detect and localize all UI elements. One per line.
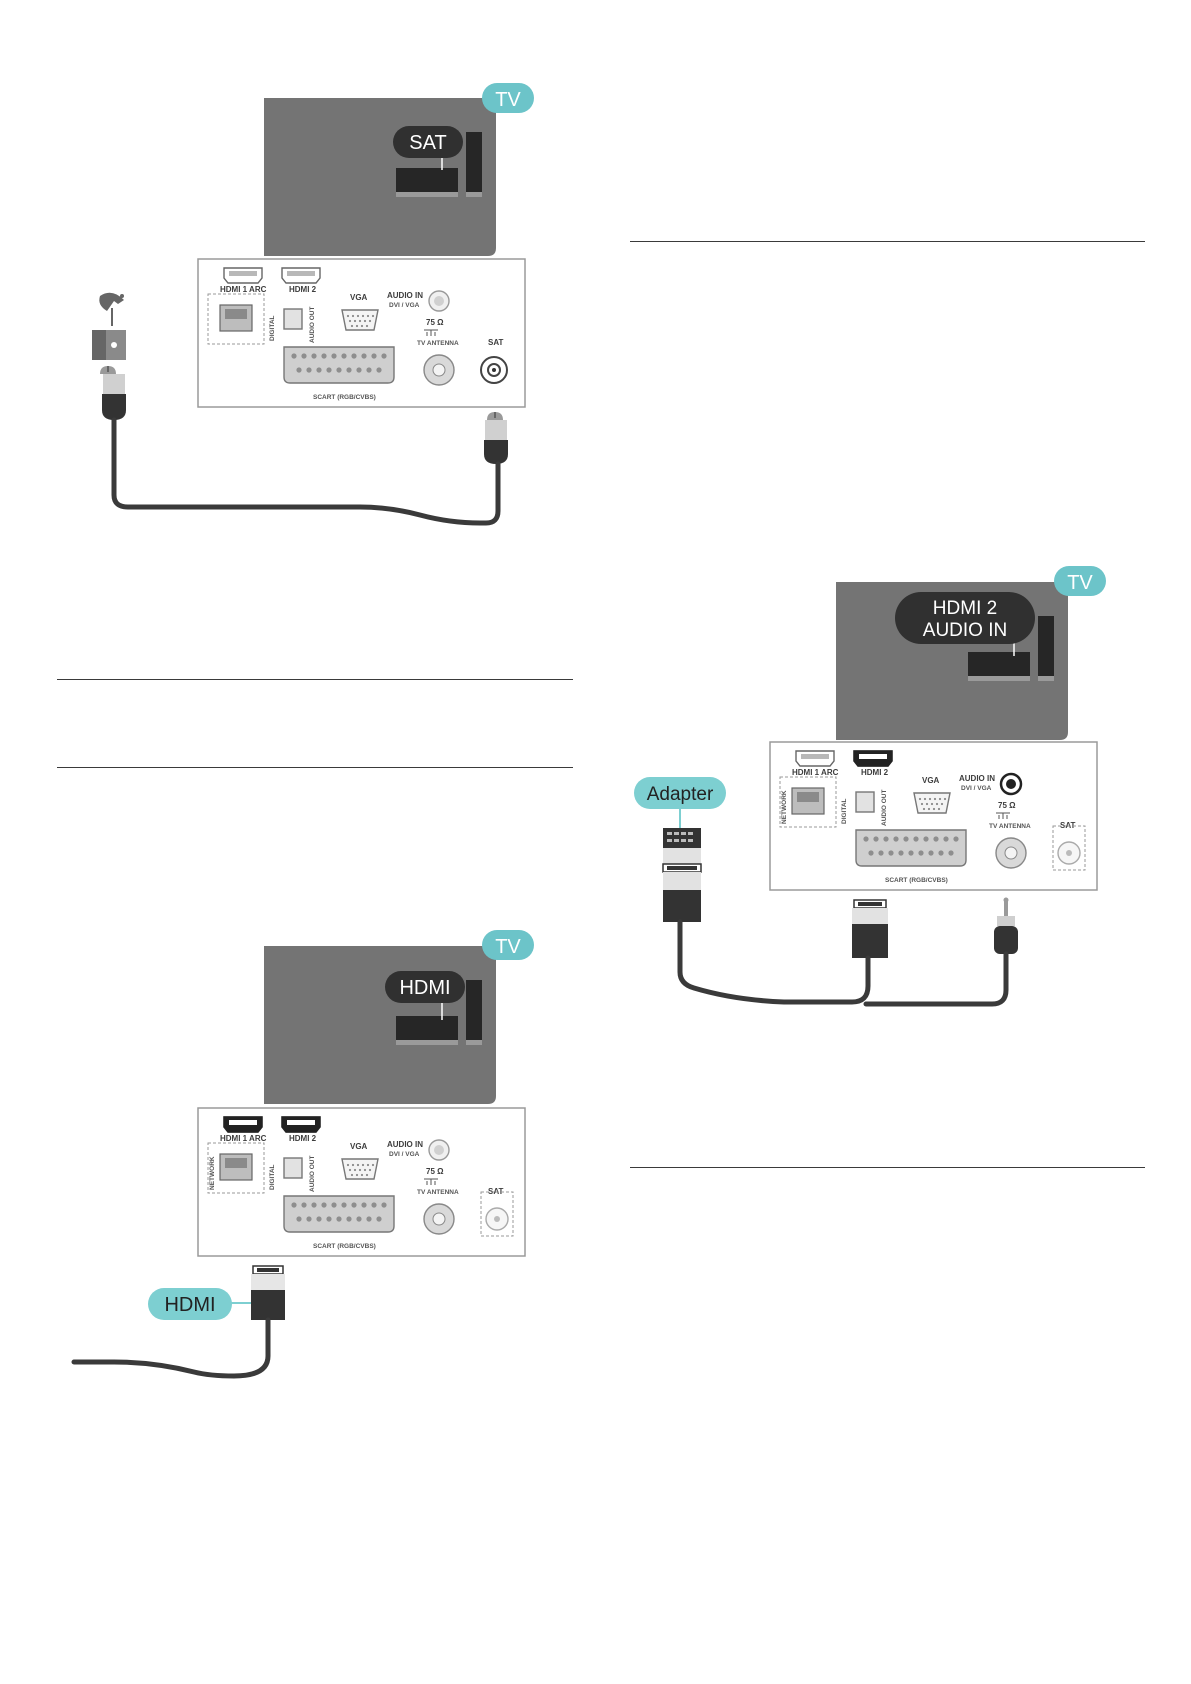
- scart-label: SCART (RGB/CVBS): [313, 394, 376, 401]
- audio-in-label: AUDIO IN: [387, 291, 423, 300]
- sat-label: SAT: [488, 338, 504, 347]
- connector-panel: HDMI 1 ARC HDMI 2 VGA AUDIO IN DVI / VGA…: [197, 1107, 526, 1257]
- tv-antenna-label: TV ANTENNA: [989, 823, 1031, 830]
- sat-label: SAT: [488, 1187, 504, 1196]
- adapter-label-text: Adapter: [647, 784, 714, 805]
- hdmi-cable: [677, 919, 871, 1005]
- hdmi-cable-label-text: HDMI: [164, 1294, 215, 1316]
- audio-in-label: AUDIO IN: [387, 1140, 423, 1149]
- section-divider: [630, 1167, 1145, 1168]
- ohm-label: 75 Ω: [426, 1167, 444, 1176]
- vga-label: VGA: [922, 776, 940, 785]
- ohm-label: 75 Ω: [998, 801, 1016, 810]
- sat-callout: [393, 126, 463, 158]
- section-divider: [630, 241, 1145, 242]
- hdmi1-label: HDMI 1 ARC: [792, 768, 839, 777]
- tv-badge-text: TV: [495, 89, 521, 111]
- vga-label: VGA: [350, 293, 368, 302]
- hdmi-cable-label: [148, 1288, 232, 1320]
- hdmi-audio-callout-line2: AUDIO IN: [923, 620, 1007, 641]
- dvi-vga-label: DVI / VGA: [961, 785, 992, 792]
- audio-in-label: AUDIO IN: [959, 774, 995, 783]
- tv-badge: [1054, 566, 1106, 596]
- coax-plug-left: [100, 366, 126, 420]
- hdmi-callout: [385, 971, 465, 1003]
- audio-out-label: AUDIO OUT: [881, 790, 888, 827]
- hdmi-audio-connection-figure: TV HDMI 2 AUDIO IN HDMI 1 ARC HDMI 2 VGA…: [634, 566, 1106, 1007]
- tv-badge-text: TV: [495, 936, 521, 958]
- satellite-dish-icon: [92, 292, 126, 360]
- tv-badge: [482, 930, 534, 960]
- digital-label: DIGITAL: [269, 315, 276, 341]
- hdmi2-label: HDMI 2: [289, 1134, 317, 1143]
- hdmi-plug: [852, 899, 888, 958]
- coax-cable: [111, 417, 501, 526]
- hdmi-audio-callout: [895, 592, 1035, 644]
- network-label: NETWORK: [209, 1156, 216, 1190]
- adapter-label: [634, 777, 726, 809]
- dvi-vga-label: DVI / VGA: [389, 302, 420, 309]
- hdmi1-label: HDMI 1 ARC: [220, 1134, 267, 1143]
- satellite-connection-figure: TV SAT HDMI 1 ARC HDMI 2 VGA AUDIO IN DV…: [92, 83, 534, 526]
- hdmi2-label: HDMI 2: [289, 285, 317, 294]
- audio-jack-plug: [994, 897, 1018, 954]
- audio-cable: [863, 951, 1009, 1007]
- hdmi-connection-figure: TV HDMI HDMI 1 ARC HDMI 2 VGA AUDIO IN D…: [71, 930, 534, 1379]
- hdmi2-label: HDMI 2: [861, 768, 889, 777]
- ohm-label: 75 Ω: [426, 318, 444, 327]
- sat-label: SAT: [1060, 821, 1076, 830]
- sat-callout-text: SAT: [409, 132, 446, 154]
- tv-badge: [482, 83, 534, 113]
- connector-panel: HDMI 1 ARC HDMI 2 VGA AUDIO IN DVI / VGA…: [769, 741, 1098, 891]
- audio-out-label: AUDIO OUT: [309, 1156, 316, 1193]
- tv-antenna-label: TV ANTENNA: [417, 340, 459, 347]
- digital-label: DIGITAL: [841, 798, 848, 824]
- section-divider: [57, 679, 573, 680]
- hdmi1-label: HDMI 1 ARC: [220, 285, 267, 294]
- network-label: NETWORK: [781, 790, 788, 824]
- tv-antenna-label: TV ANTENNA: [417, 1189, 459, 1196]
- hdmi-callout-text: HDMI: [399, 977, 450, 999]
- dvi-vga-label: DVI / VGA: [389, 1151, 420, 1158]
- scart-label: SCART (RGB/CVBS): [885, 877, 948, 884]
- hdmi-audio-callout-line1: HDMI 2: [933, 598, 997, 619]
- vga-label: VGA: [350, 1142, 368, 1151]
- digital-label: DIGITAL: [269, 1164, 276, 1190]
- hdmi-plug: [251, 1265, 285, 1320]
- scart-label: SCART (RGB/CVBS): [313, 1243, 376, 1250]
- connector-panel: HDMI 1 ARC HDMI 2 VGA AUDIO IN DVI / VGA…: [197, 258, 526, 408]
- hdmi-adapter: [662, 828, 702, 922]
- audio-out-label: AUDIO OUT: [309, 307, 316, 344]
- section-divider: [57, 767, 573, 768]
- hdmi-cable: [71, 1317, 271, 1379]
- coax-plug-right: [484, 412, 508, 464]
- tv-badge-text: TV: [1067, 572, 1093, 594]
